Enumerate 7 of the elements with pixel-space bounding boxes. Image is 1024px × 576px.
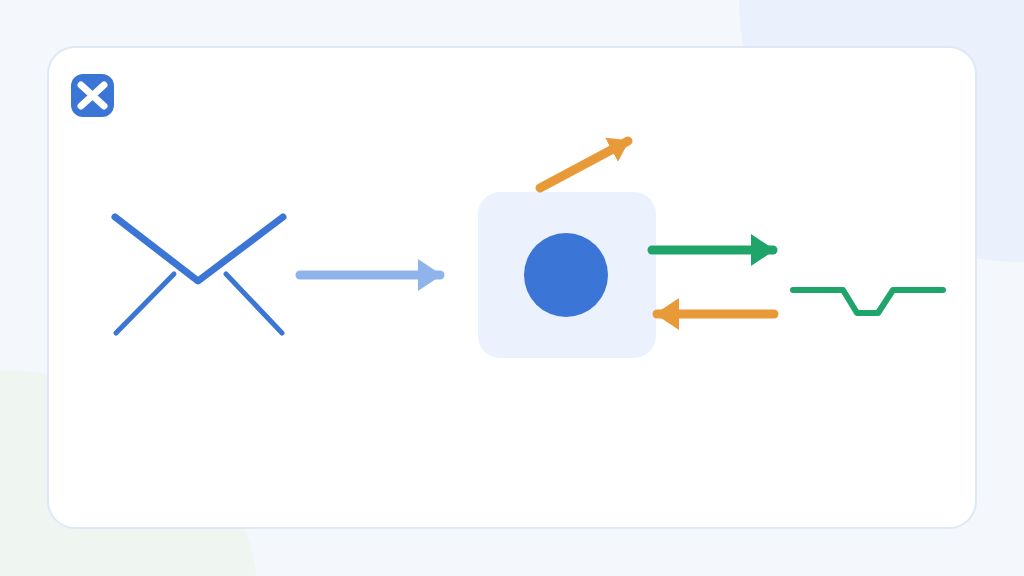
arrow bbox=[295, 259, 445, 291]
rounded-panel bbox=[478, 192, 656, 358]
waveform-drawing bbox=[788, 285, 948, 319]
arrow bbox=[652, 298, 779, 330]
arrow bbox=[647, 234, 778, 266]
arrow bbox=[535, 136, 633, 193]
envelope-drawing bbox=[110, 212, 288, 338]
